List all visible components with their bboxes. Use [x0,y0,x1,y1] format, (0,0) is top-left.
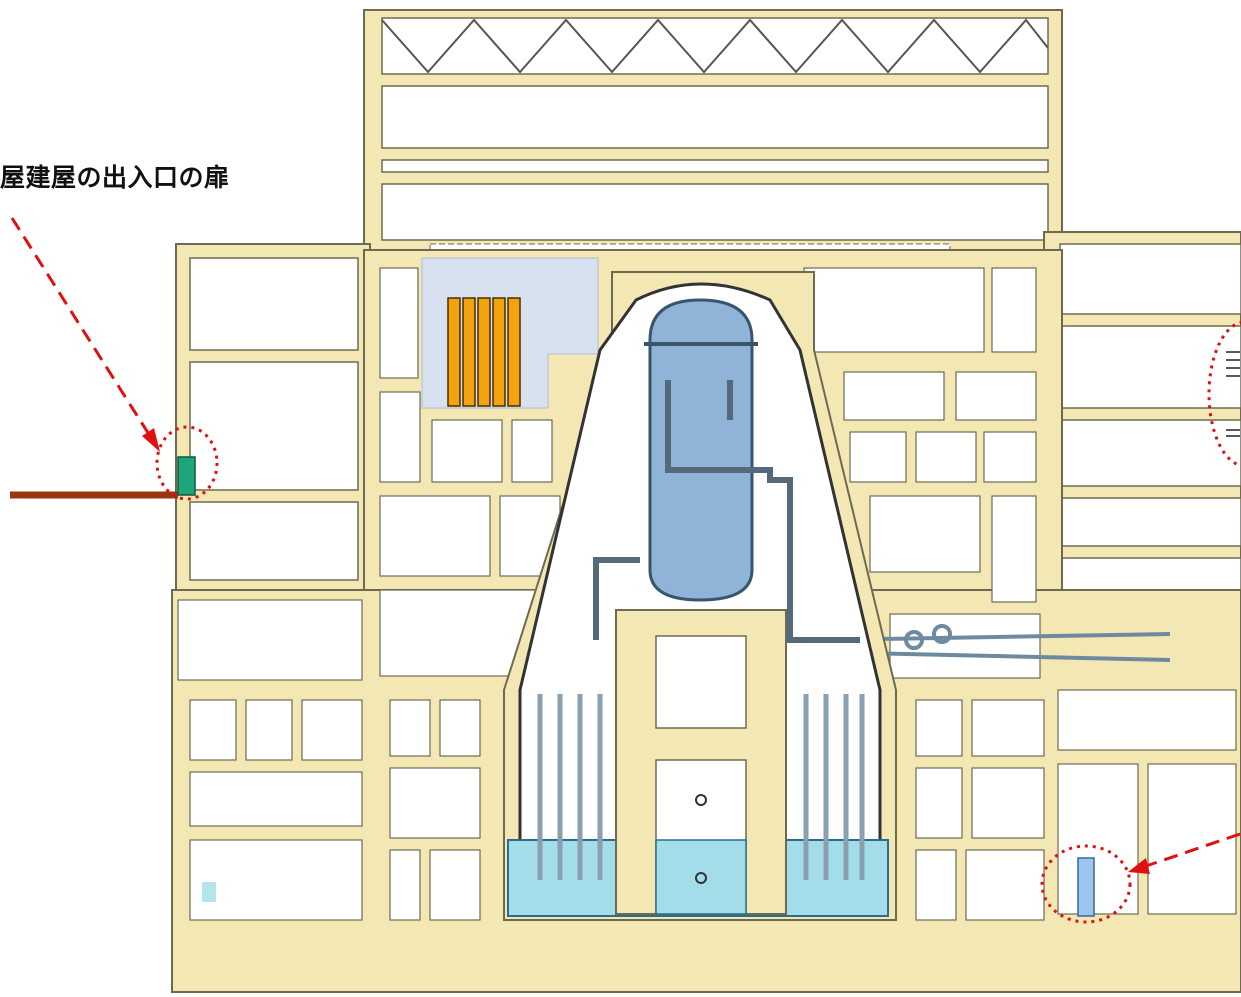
inner-door [1077,857,1095,917]
highlight-circle-left-door [155,425,219,501]
right-annex-building [1043,231,1241,603]
door-callout-label: 屋建屋の出入口の扉 [0,163,230,192]
left-annex-building [175,243,371,591]
callout-arrow-left [10,217,160,452]
fuel-assembly [462,297,476,407]
roof-truss [381,18,1049,74]
primary-containment [503,271,897,921]
fuel-assembly [492,297,506,407]
building-entrance-door [177,456,196,496]
highlight-circle-inner-door [1040,844,1132,924]
small-hatch [202,882,216,902]
roof-superstructure [363,9,1063,255]
spent-fuel-pool [421,257,599,409]
fuel-assembly [507,297,521,407]
wall-marks [1226,351,1240,437]
fuel-assembly [477,297,491,407]
fuel-assembly [447,297,461,407]
callout-arrow-right [1128,832,1241,874]
reactor-pressure-vessel [648,298,754,602]
